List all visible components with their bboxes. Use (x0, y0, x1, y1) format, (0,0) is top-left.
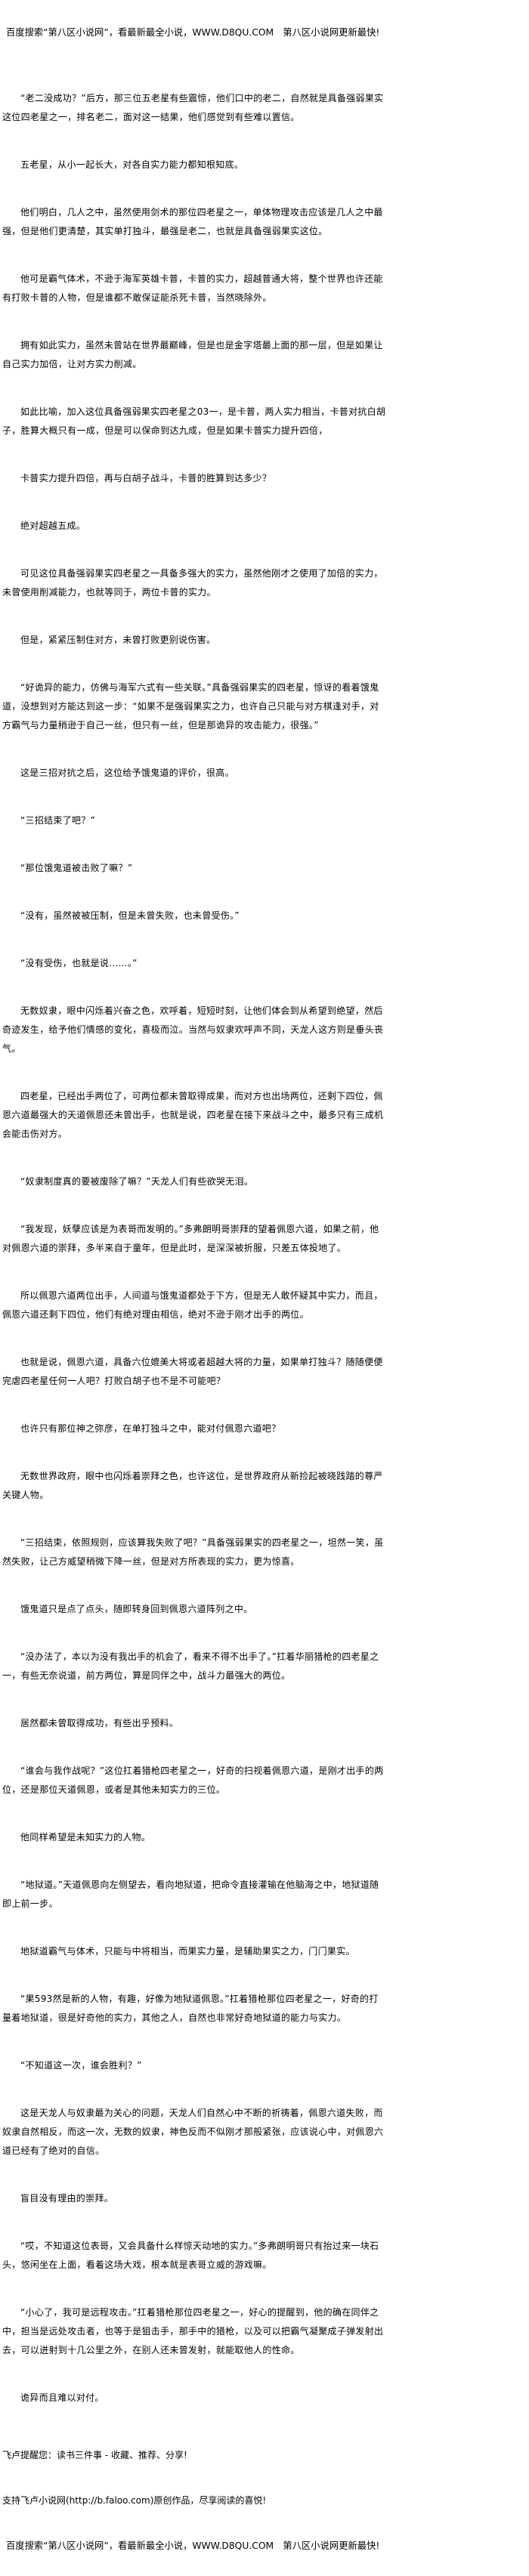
paragraph: 但是，紧紧压制住对方，未曾打败更别说伤害。 (20, 635, 216, 645)
paragraph: 他同样希望是未知实力的人物。 (20, 1832, 151, 1842)
paragraph: “不知道这一次，谁会胜利？” (20, 2060, 142, 2071)
paragraph: 他可是霸气体术，不逊于海军英雄卡普，卡普的实力，超越普通大将，整个世界也许还能有… (2, 273, 383, 303)
site-banner-top: 百度搜索“第八区小说网”，看最新最全小说，WWW.D8QU.COM 第八区小说网… (6, 27, 380, 38)
paragraph: 也就是说，佩恩六道，具备六位媲美大将或者超越大将的力量，如果单打独斗？随随便便完… (2, 1357, 383, 1386)
paragraph: “好诡异的能力，仿佛与海军六式有一些关联。”具备强弱果实的四老星，惊讶的看着饿鬼… (2, 682, 379, 730)
paragraph: 饿鬼道只是点了点头，随即转身回到佩恩六道阵列之中。 (20, 1604, 253, 1614)
paragraph: 居然都未曾取得成功，有些出乎预料。 (20, 1718, 179, 1728)
paragraph: 可见这位具备强弱果实四老星之一具备多强大的实力，虽然他刚才之使用了加倍的实力，未… (2, 568, 383, 598)
paragraph: “果593然是新的人物，有趣，好像为地狱道佩恩。”扛着猎枪那位四老星之一，好奇的… (2, 1994, 379, 2023)
paragraph: 也许只有那位神之弥彦，在单打独斗之中，能对付佩恩六道吧？ (20, 1423, 281, 1434)
paragraph: 他们明白，几人之中，虽然使用剑术的那位四老星之一，单体物理攻击应该是几人之中最强… (2, 207, 383, 236)
chapter-content: “老二没成功？”后方，那三位五老星有些震惊，他们口中的老二，自然就是具备强弱果实… (2, 89, 386, 2408)
paragraph: “三招结束，依照规则，应该算我失败了吧？”具备强弱果实的四老星之一，坦然一笑，虽… (2, 1537, 384, 1567)
paragraph: “奴隶制度真的要被废除了嘛？”天龙人们有些欲哭无泪。 (20, 1176, 254, 1187)
paragraph: 四老星，已经出手两位了，可两位都未曾取得成果，而对方也出场两位，还剩下四位，佩恩… (2, 1091, 384, 1139)
paragraph: “哎，不知道这位表哥，又会具备什么样惊天动地的实力。”多弗朗明哥只有抬过来一块石… (2, 2241, 379, 2270)
paragraph: “没有，虽然被被压制，但是未曾失败，也未曾受伤。” (20, 910, 240, 921)
paragraph: “三招结束了吧？” (20, 815, 96, 826)
paragraph: 五老星，从小一起长大，对各自实力能力都知根知底。 (20, 159, 244, 170)
paragraph: “谁会与我作战呢？”这位扛着猎枪四老星之一，好奇的扫视着佩恩六道，是刚才出手的两… (2, 1765, 384, 1795)
paragraph: 无数奴隶，眼中闪烁着兴奋之色，欢呼着，短短时刻，让他们体会到从希望到绝望，然后奇… (2, 1005, 384, 1054)
paragraph: 绝对超越五成。 (20, 520, 86, 531)
paragraph: 诡异而且难以对付。 (20, 2392, 104, 2403)
paragraph: “老二没成功？”后方，那三位五老星有些震惊，他们口中的老二，自然就是具备强弱果实… (2, 93, 384, 122)
paragraph: 无数世界政府，眼中也闪烁着崇拜之色，也许这位，是世界政府从新捡起被晓践踏的尊严关… (2, 1471, 383, 1500)
paragraph: “小心了，我可是远程攻击。”扛着猎枪那位四老星之一，好心的提醒到，他的确在同伴之… (2, 2307, 384, 2355)
paragraph: “我发现，妖孽应该是为表哥而发明的。”多弗朗明哥崇拜的望着佩恩六道，如果之前，他… (2, 1224, 379, 1253)
paragraph: 所以佩恩六道两位出手，人间道与饿鬼道都处于下方，但是无人敢怀疑其中实力，而且，佩… (2, 1290, 383, 1320)
footer-reminder: 飞卢提醒您：读书三件事 - 收藏、推荐、分享! (2, 2450, 187, 2460)
paragraph: “那位饿鬼道被击败了嘛？” (20, 863, 133, 873)
paragraph: “地狱道。”天道佩恩向左侧望去，看向地狱道，把命令直接灌输在他脑海之中，地狱道随… (2, 1879, 379, 1909)
paragraph: 盲目没有理由的崇拜。 (20, 2193, 114, 2204)
paragraph: 这是三招对抗之后，这位给予饿鬼道的评价，很高。 (20, 768, 234, 778)
paragraph: 这是天龙人与奴隶最为关心的问题，天龙人们自然心中不断的祈祷着，佩恩六道失败，而奴… (2, 2108, 384, 2156)
paragraph: “没办法了，本以为没有我出手的机会了，看来不得不出手了。”扛着华丽猎枪的四老星之… (2, 1651, 379, 1681)
paragraph: 拥有如此实力，虽然未曾站在世界最巅峰，但是也是金字塔最上面的那一层，但是如果让自… (2, 340, 383, 369)
paragraph: 如此比喻，加入这位具备强弱果实四老星之03一，是卡普，两人实力相当，卡普对抗白胡… (2, 406, 386, 436)
paragraph: 卡普实力提升四倍，再与白胡子战斗，卡普的胜算到达多少？ (20, 473, 272, 483)
site-banner-bottom: 百度搜索“第八区小说网”，看最新最全小说，WWW.D8QU.COM 第八区小说网… (6, 2540, 380, 2551)
paragraph: 地狱道霸气与体术，只能与中将相当，而果实力量，是辅助果实之力，门门果实。 (20, 1946, 355, 1957)
paragraph: “没有受伤，也就是说……。” (20, 958, 138, 968)
footer-support: 支持飞卢小说网(http://b.faloo.com)原创作品，尽享阅读的喜悦! (2, 2495, 267, 2506)
